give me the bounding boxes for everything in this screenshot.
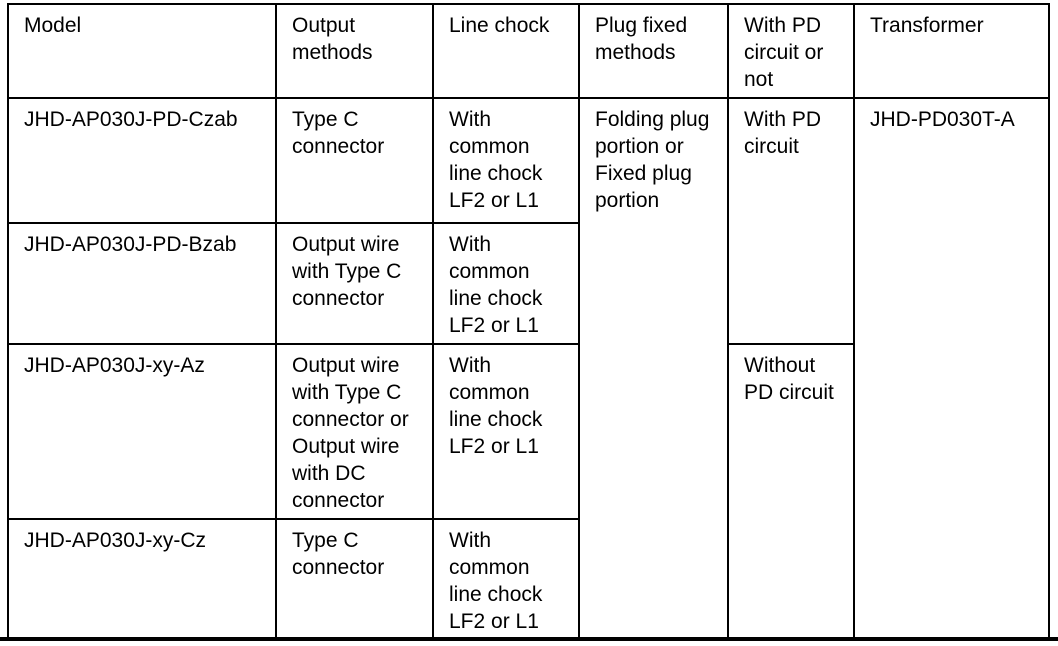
cell-line-chock-1: With common line chock LF2 or L1 [432,97,580,224]
cell-model-4: JHD-AP030J-xy-Cz [7,518,277,641]
cell-output-methods-2: Output wire with Type C connector [275,222,434,345]
table-row: JHD-AP030J-xy-Cz Type C connector With c… [7,518,1049,641]
header-plug-fixed-methods: Plug fixed methods [578,3,729,99]
cell-without-pd-circuit: Without PD circuit [727,343,855,641]
cell-with-pd-circuit: With PD circuit [727,97,855,345]
header-model: Model [7,3,277,99]
page-bottom-rule [0,637,1058,641]
cell-model-1: JHD-AP030J-PD-Czab [7,97,277,224]
header-pd-circuit: With PD circuit or not [727,3,855,99]
cell-output-methods-3: Output wire with Type C connector or Out… [275,343,434,520]
cell-output-methods-4: Type C connector [275,518,434,641]
model-spec-table: Model Output methods Line chock Plug fix… [7,3,1050,641]
header-transformer: Transformer [853,3,1050,99]
cell-model-3: JHD-AP030J-xy-Az [7,343,277,520]
cell-output-methods-1: Type C connector [275,97,434,224]
cell-line-chock-4: With common line chock LF2 or L1 [432,518,580,641]
cell-plug-fixed-methods: Folding plug portion or Fixed plug porti… [578,97,729,641]
table-row: JHD-AP030J-PD-Bzab Output wire with Type… [7,222,1049,345]
cell-model-2: JHD-AP030J-PD-Bzab [7,222,277,345]
cell-line-chock-2: With common line chock LF2 or L1 [432,222,580,345]
cell-line-chock-3: With common line chock LF2 or L1 [432,343,580,520]
header-output-methods: Output methods [275,3,434,99]
header-line-chock: Line chock [432,3,580,99]
table-header-row: Model Output methods Line chock Plug fix… [7,3,1050,99]
table-row: JHD-AP030J-PD-Czab Type C connector With… [7,97,1050,641]
cell-transformer-model: JHD-PD030T-A [853,97,1050,641]
